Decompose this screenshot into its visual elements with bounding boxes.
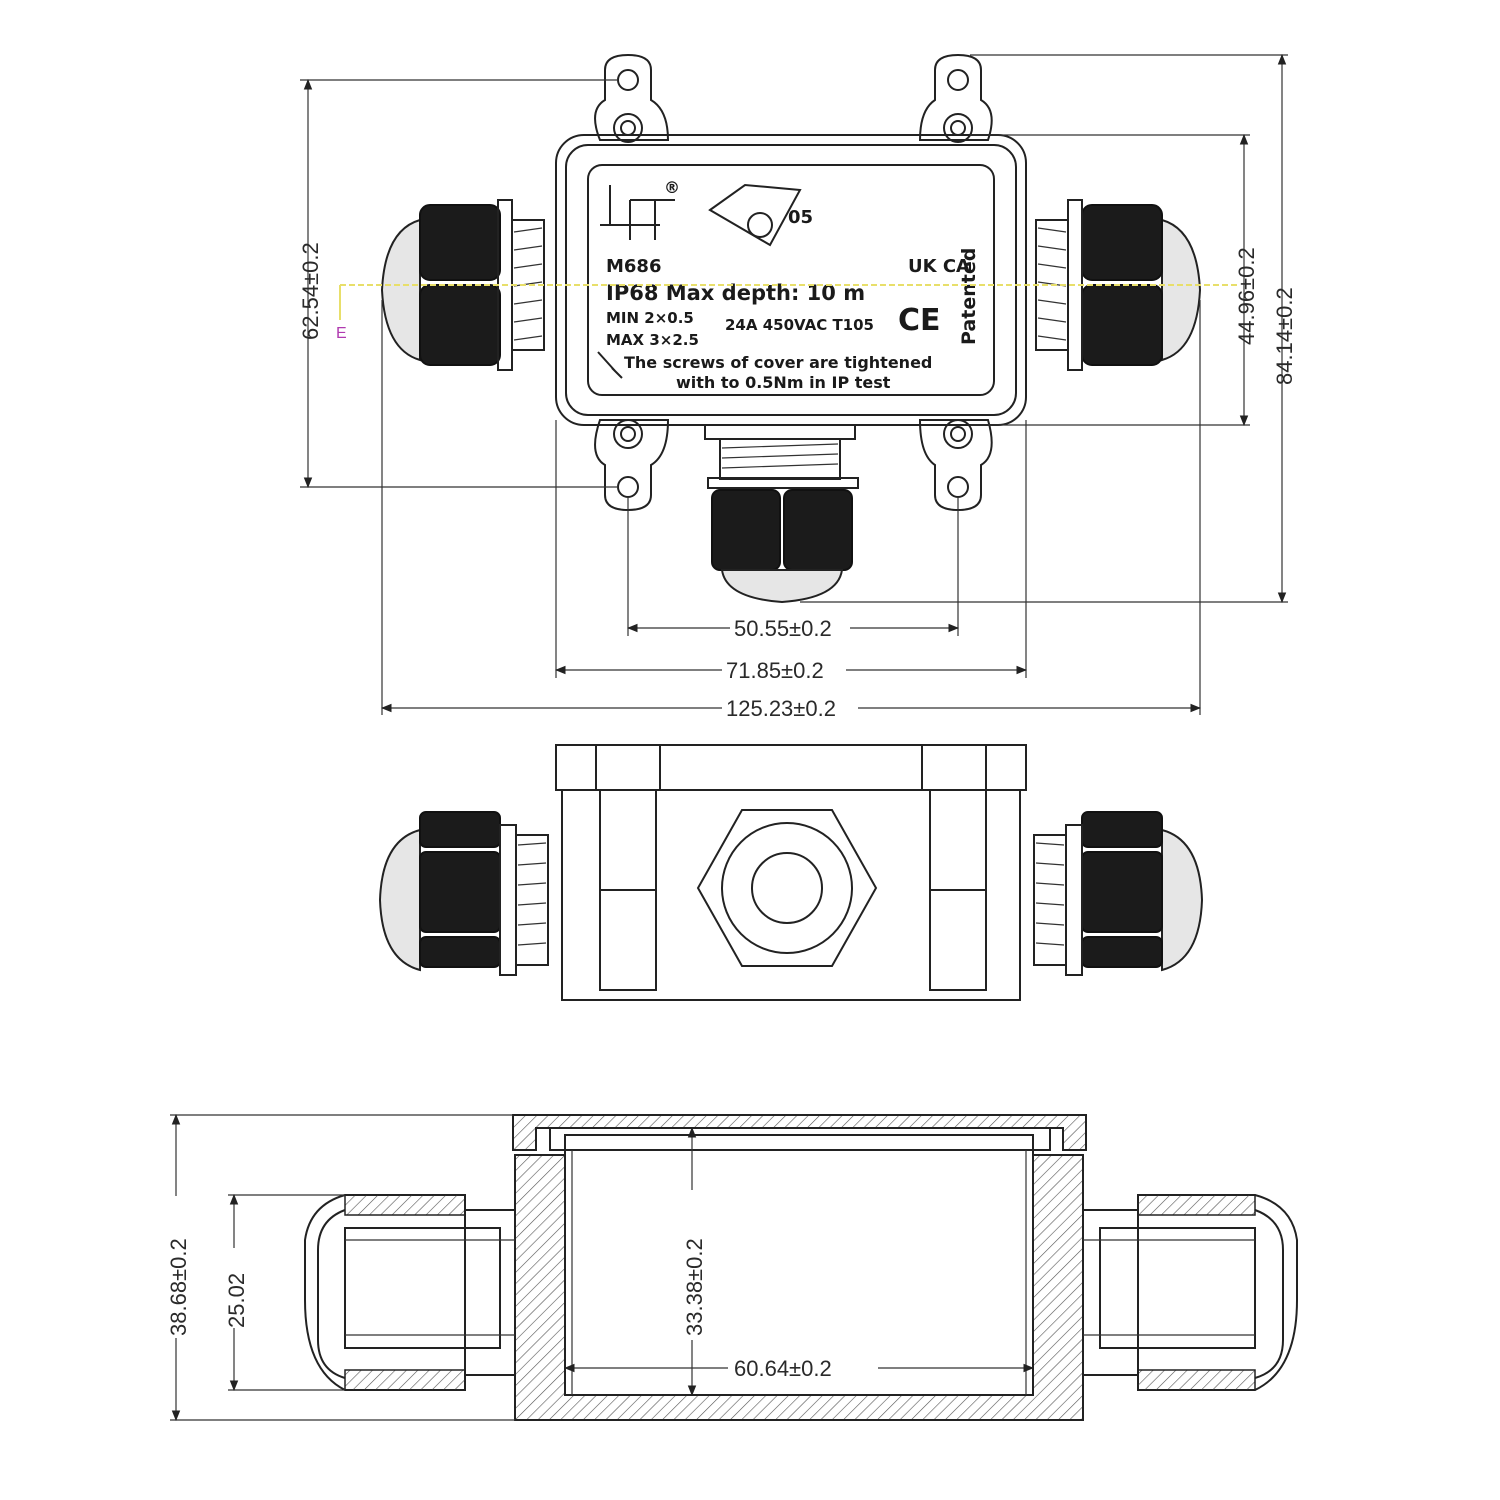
mounting-ear-bottom-left xyxy=(594,419,670,512)
screw-note-line1: The screws of cover are tightened xyxy=(624,353,932,372)
dim-overall-length: 125.23±0.2 xyxy=(380,300,1202,721)
dim-top-right-inner-height: 44.96±0.2 xyxy=(970,133,1259,427)
screw-note-line2: with to 0.5Nm in IP test xyxy=(676,373,891,392)
section-gland-right xyxy=(1082,1194,1298,1391)
screwdriver-icon xyxy=(597,351,623,379)
center-nut xyxy=(696,809,878,967)
registered-mark: ® xyxy=(664,178,680,197)
dim-top-right-outer-height: 84.14±0.2 xyxy=(800,53,1297,604)
electrical-rating: 24A 450VAC T105 xyxy=(725,316,874,334)
dim-section-gland-height: 25.02 xyxy=(218,1193,345,1392)
svg-text:44.96±0.2: 44.96±0.2 xyxy=(1234,247,1259,345)
ce-mark: CE xyxy=(898,303,941,338)
brand-logo xyxy=(600,185,675,240)
dim-section-inner-width: 60.64±0.2 xyxy=(563,1352,1035,1381)
svg-text:25.02: 25.02 xyxy=(224,1273,249,1328)
mounting-ear-top-right xyxy=(918,53,993,143)
mounting-ear-bottom-right xyxy=(918,419,993,512)
side-gland-right xyxy=(1033,811,1204,976)
certification-number: 05 xyxy=(788,207,813,228)
section-view: 38.68±0.2 25.02 33.38±0.2 60.64±0.2 xyxy=(160,1113,1298,1422)
svg-text:50.55±0.2: 50.55±0.2 xyxy=(734,616,832,641)
dim-section-inner-height: 33.38±0.2 xyxy=(676,1126,708,1397)
ukca-mark: UK CA xyxy=(908,256,970,277)
top-view: ® 05 M686 IP68 Max depth: 10 m MIN 2×0.5… xyxy=(298,53,1297,721)
cable-gland-right xyxy=(1035,199,1202,371)
model-number: M686 xyxy=(606,256,662,277)
min-wire-line: MIN 2×0.5 xyxy=(606,309,694,327)
dim-hole-spacing: 50.55±0.2 xyxy=(626,497,960,641)
side-marker: E xyxy=(336,325,347,342)
svg-text:38.68±0.2: 38.68±0.2 xyxy=(166,1238,191,1336)
mounting-ear-top-left xyxy=(594,53,670,143)
cable-gland-left xyxy=(380,199,545,371)
svg-text:84.14±0.2: 84.14±0.2 xyxy=(1272,287,1297,385)
side-view xyxy=(378,744,1204,1001)
section-gland-left xyxy=(304,1194,516,1391)
dim-body-width: 71.85±0.2 xyxy=(554,420,1028,683)
svg-text:125.23±0.2: 125.23±0.2 xyxy=(726,696,836,721)
max-wire-line: MAX 3×2.5 xyxy=(606,331,699,349)
svg-text:62.54±0.2: 62.54±0.2 xyxy=(298,242,323,340)
svg-text:33.38±0.2: 33.38±0.2 xyxy=(682,1238,707,1336)
side-gland-left xyxy=(378,811,549,976)
label-panel xyxy=(587,164,995,396)
certification-logo xyxy=(708,183,802,247)
svg-text:71.85±0.2: 71.85±0.2 xyxy=(726,658,824,683)
dim-top-left-height: 62.54±0.2 xyxy=(298,78,618,489)
dim-section-total-height: 38.68±0.2 xyxy=(160,1113,515,1422)
svg-text:60.64±0.2: 60.64±0.2 xyxy=(734,1356,832,1381)
patented-text: Patented xyxy=(958,248,980,345)
cable-gland-bottom xyxy=(704,424,859,604)
